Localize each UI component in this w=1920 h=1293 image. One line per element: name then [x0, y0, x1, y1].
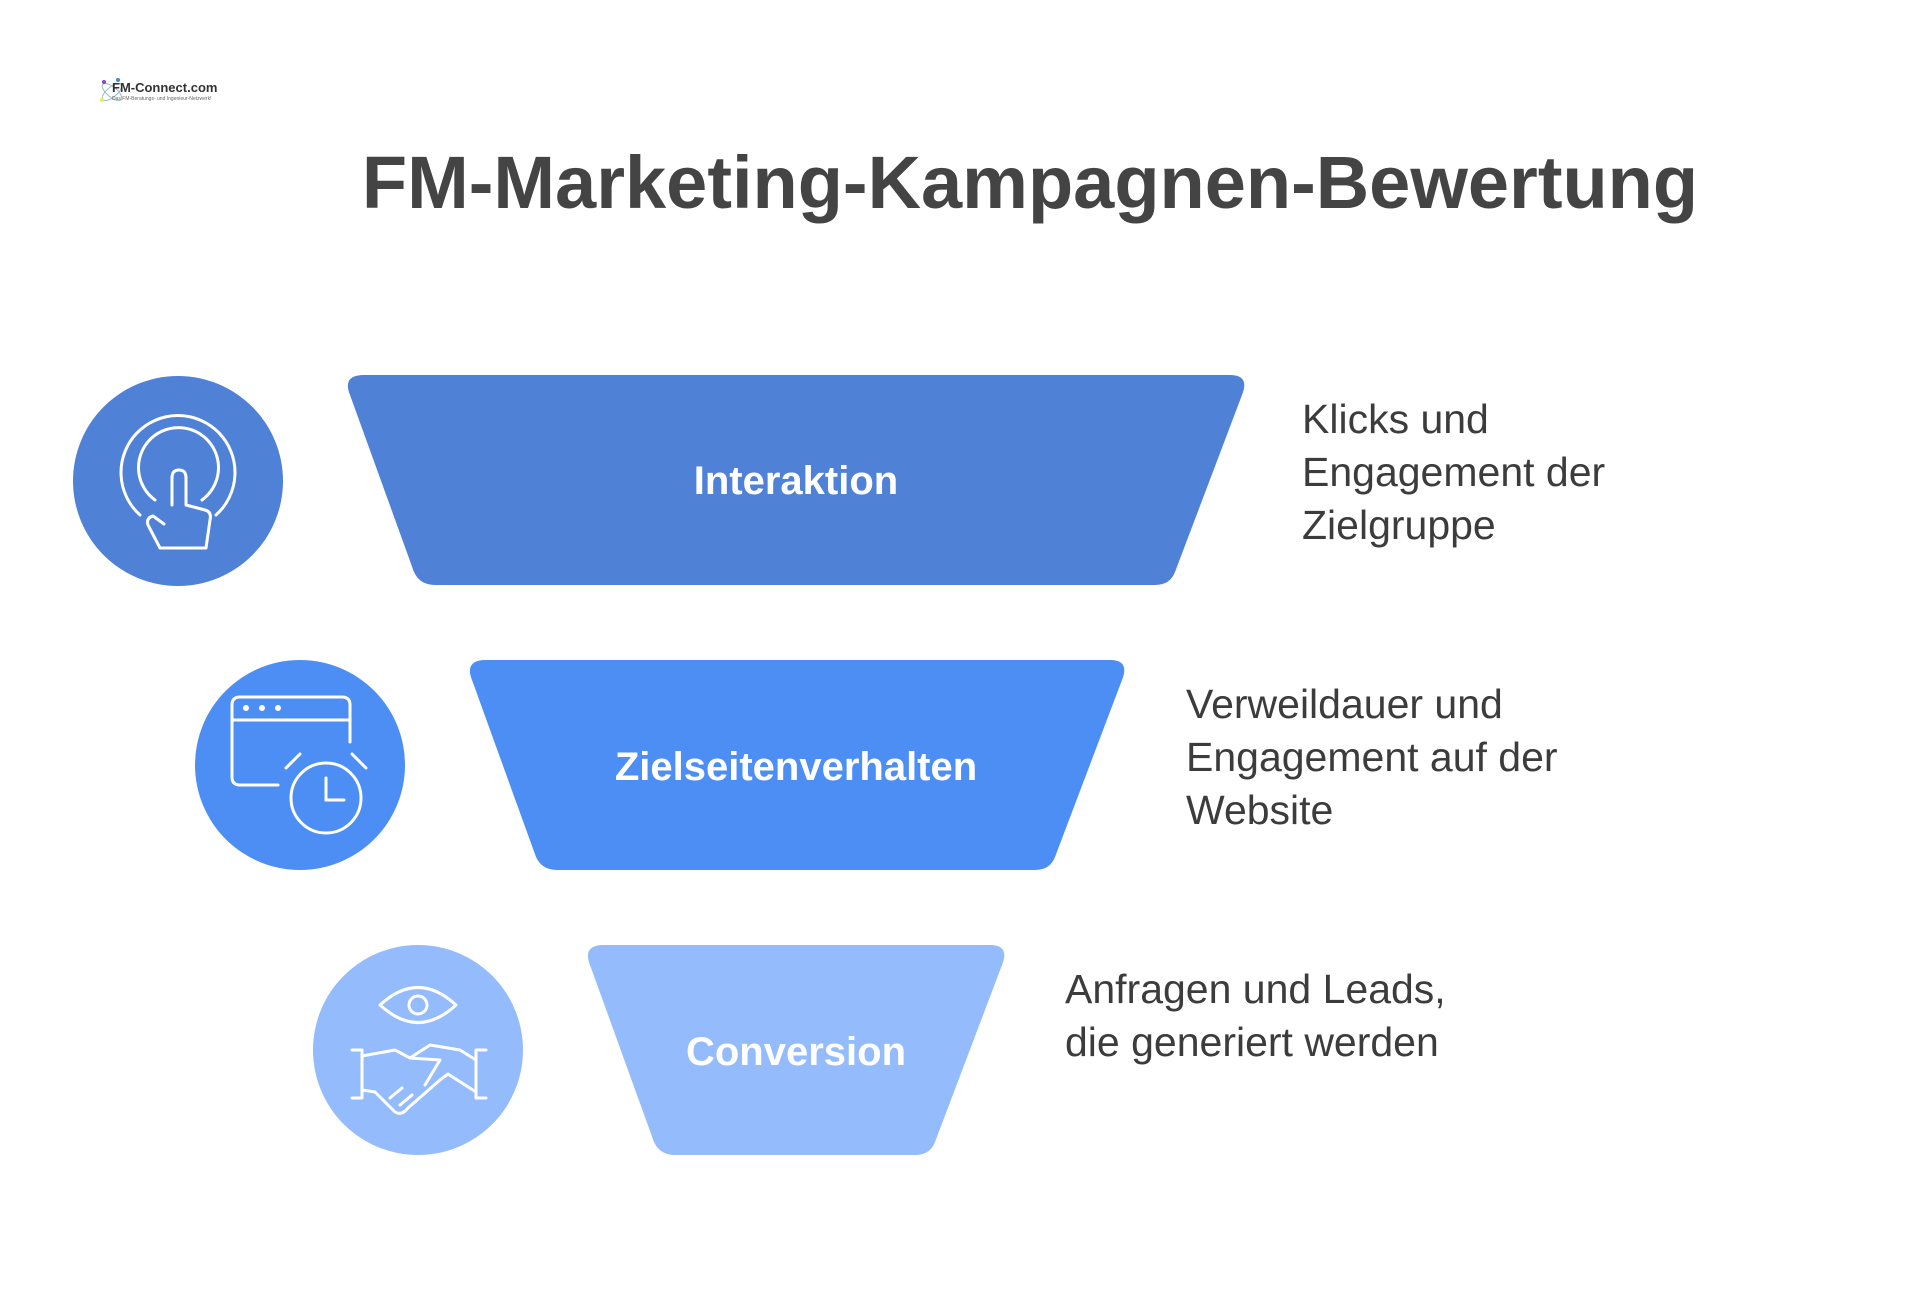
funnel-stage-zielseitenverhalten: Zielseitenverhalten [195, 660, 1125, 870]
description-line: Klicks und [1302, 396, 1489, 442]
stage-description-conversion: Anfragen und Leads, die generiert werden [1065, 963, 1446, 1069]
logo-name: FM-Connect.com [112, 80, 218, 95]
description-line: Website [1186, 787, 1334, 833]
description-line: die generiert werden [1065, 1019, 1439, 1065]
stage-description-interaktion: Klicks und Engagement der Zielgruppe [1302, 393, 1605, 552]
eye-handshake-icon [350, 986, 488, 1115]
funnel-stage-interaktion: Interaktion [73, 375, 1245, 586]
description-line: Engagement auf der [1186, 734, 1558, 780]
stage-icon-circle [73, 376, 283, 586]
stage-description-zielseitenverhalten: Verweildauer und Engagement auf der Webs… [1186, 678, 1558, 837]
funnel-stage-conversion: Conversion [313, 945, 1005, 1155]
stage-label: Interaktion [694, 459, 898, 503]
stage-label: Zielseitenverhalten [615, 745, 977, 789]
page-title: FM-Marketing-Kampagnen-Bewertung [361, 141, 1699, 224]
stage-label: Conversion [686, 1030, 906, 1074]
logo: FM-Connect.com Das FM-Beratungs- und Ing… [98, 72, 217, 112]
browser-clock-icon [230, 695, 368, 835]
description-line: Verweildauer und [1186, 681, 1503, 727]
description-line: Zielgruppe [1302, 502, 1496, 548]
funnel-band [587, 945, 1005, 1155]
logo-atom-icon [100, 78, 123, 102]
pointer-tap-icon [119, 414, 237, 550]
stage-icon-circle [195, 660, 405, 870]
funnel-band [469, 660, 1125, 870]
funnel-band [347, 375, 1245, 585]
description-line: Anfragen und Leads, [1065, 966, 1446, 1012]
logo-tagline: Das FM-Beratungs- und Ingenieur-Netzwerk… [112, 96, 212, 102]
description-line: Engagement der [1302, 449, 1606, 495]
stage-icon-circle [313, 945, 523, 1155]
